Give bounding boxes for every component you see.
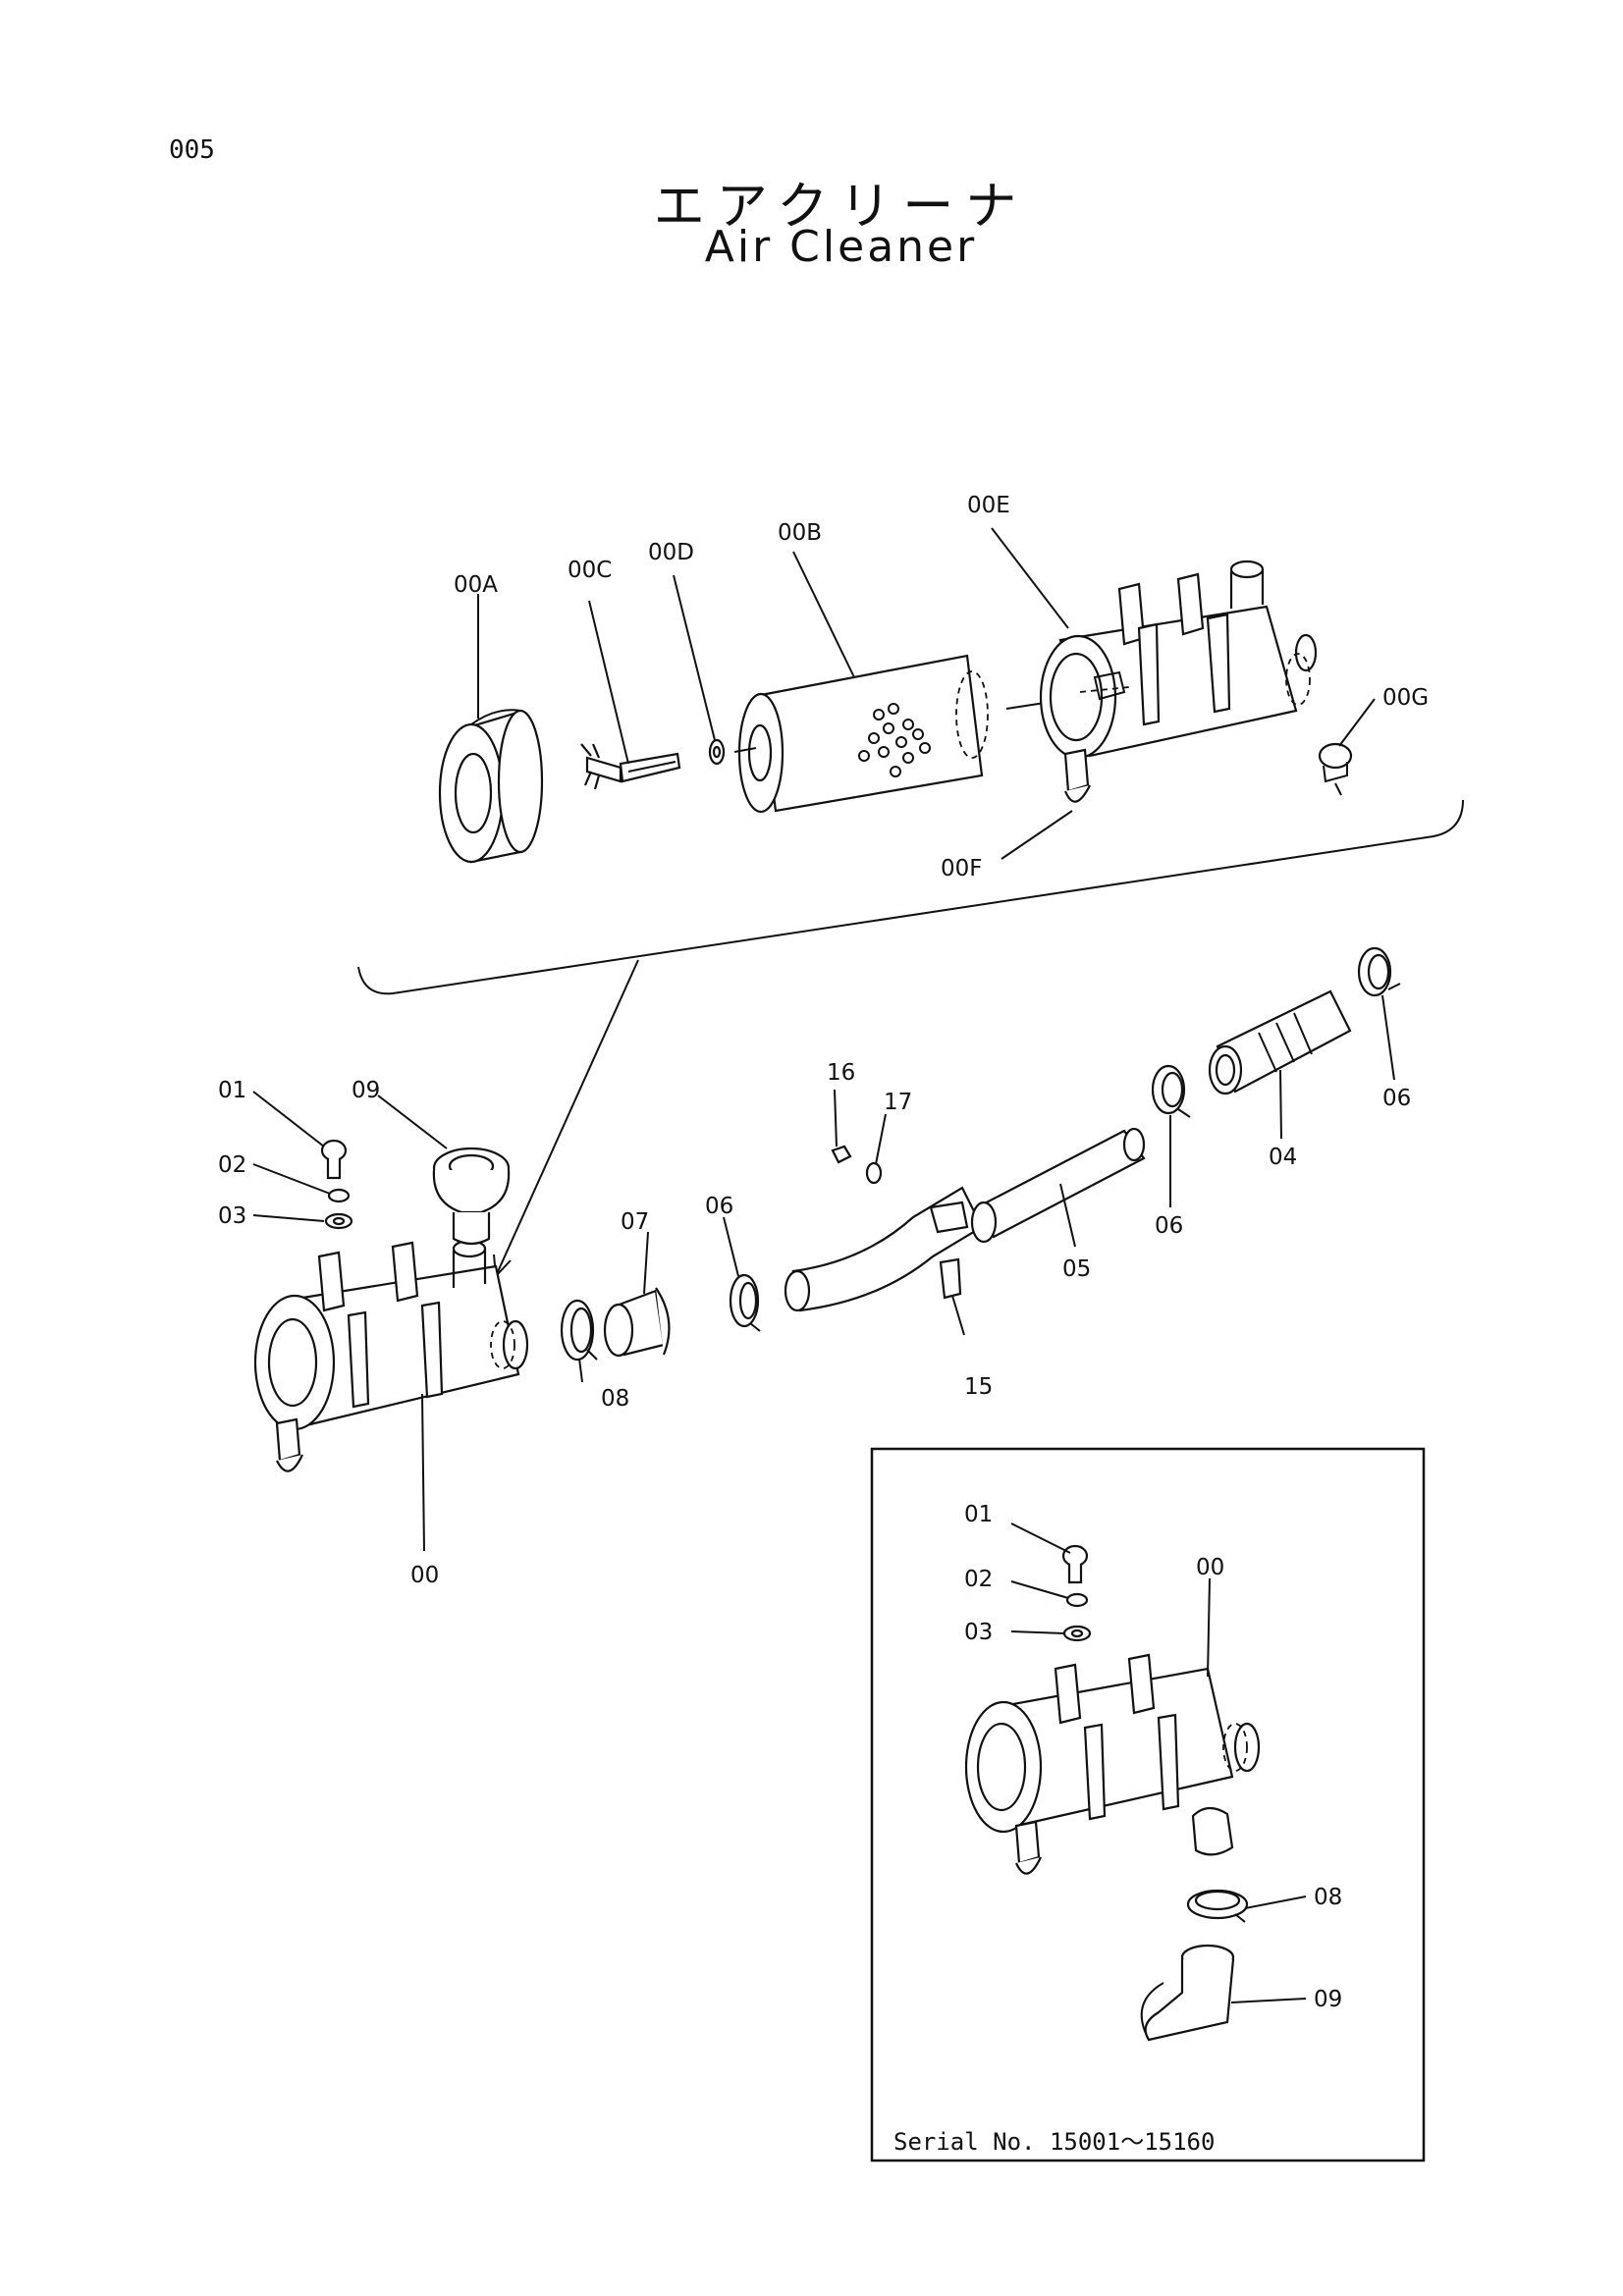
- callout-06-top: 06: [1382, 1086, 1411, 1111]
- part-17-washer: [865, 1161, 883, 1185]
- callout-00c: 00C: [568, 558, 612, 583]
- callout-06-right: 06: [1155, 1213, 1183, 1239]
- title-japanese: エアクリーナ: [653, 178, 1029, 237]
- assembly-brace: [357, 799, 1464, 995]
- page-number: 005: [169, 135, 215, 165]
- serial-number-note: Serial No. 15001～15160: [893, 2128, 1215, 2156]
- callout-00e: 00E: [967, 493, 1010, 518]
- part-00g-indicator: [1318, 742, 1353, 796]
- callout-00a: 00A: [454, 572, 498, 598]
- inset-part-02-lock-washer: [1065, 1592, 1089, 1608]
- callout-04: 04: [1269, 1145, 1297, 1170]
- part-04-connector: [1208, 989, 1352, 1095]
- callout-06-middle: 06: [705, 1194, 733, 1219]
- part-08-clamp: [560, 1299, 598, 1362]
- callout-00d: 00D: [648, 540, 694, 565]
- inset-callout-08: 08: [1314, 1885, 1342, 1910]
- inset-part-00-air-cleaner: [964, 1653, 1261, 1875]
- title-english: Air Cleaner: [704, 222, 978, 272]
- part-00a-end-cap: [438, 709, 544, 864]
- part-00e-housing: [1039, 560, 1318, 803]
- callout-00: 00: [410, 1563, 439, 1588]
- inset-callout-02: 02: [964, 1567, 993, 1592]
- callout-00g: 00G: [1382, 685, 1429, 711]
- part-03-washer: [324, 1212, 353, 1230]
- inset-part-03-washer: [1062, 1625, 1092, 1642]
- part-06-clamp-middle: [729, 1273, 761, 1332]
- callout-03: 03: [218, 1203, 246, 1229]
- inset-callout-01: 01: [964, 1502, 993, 1527]
- callout-02: 02: [218, 1152, 246, 1178]
- callout-16: 16: [827, 1060, 855, 1086]
- part-00-air-cleaner: [253, 1239, 529, 1472]
- callout-00b: 00B: [778, 520, 822, 546]
- inset-frame: [870, 1447, 1426, 2163]
- part-15-bracket: [939, 1257, 962, 1300]
- inset-callout-09: 09: [1314, 1987, 1342, 2012]
- part-09-rain-cap: [432, 1147, 511, 1246]
- inset-callout-00: 00: [1196, 1555, 1224, 1580]
- leader-lines: [252, 527, 1395, 2003]
- part-00d-washer: [708, 738, 726, 766]
- part-05-hose: [970, 1127, 1146, 1244]
- part-elbow-hose: [784, 1186, 984, 1312]
- inset-part-09-elbow: [1140, 1944, 1235, 2042]
- assembly-arrow: [495, 959, 639, 1277]
- callout-05: 05: [1062, 1256, 1091, 1282]
- callout-09: 09: [352, 1078, 380, 1103]
- callout-00f: 00F: [941, 856, 983, 881]
- part-06-clamp-top: [1357, 946, 1401, 997]
- part-00c-wing-bolt: [580, 743, 681, 790]
- callout-01: 01: [218, 1078, 246, 1103]
- inset-callout-03: 03: [964, 1620, 993, 1645]
- callout-08: 08: [601, 1386, 629, 1412]
- part-01-bolt: [320, 1139, 348, 1180]
- part-02-lock-washer: [327, 1188, 351, 1203]
- part-16-bolt: [831, 1145, 852, 1164]
- part-00b-filter-element: [733, 654, 1071, 814]
- inset-part-08-clamp: [1186, 1889, 1249, 1923]
- inset-part-01-bolt: [1061, 1544, 1089, 1584]
- callout-07: 07: [621, 1209, 649, 1235]
- part-06-clamp-right: [1151, 1064, 1191, 1118]
- callout-17: 17: [884, 1090, 912, 1115]
- callout-15: 15: [964, 1374, 993, 1400]
- part-07-adapter: [603, 1287, 671, 1358]
